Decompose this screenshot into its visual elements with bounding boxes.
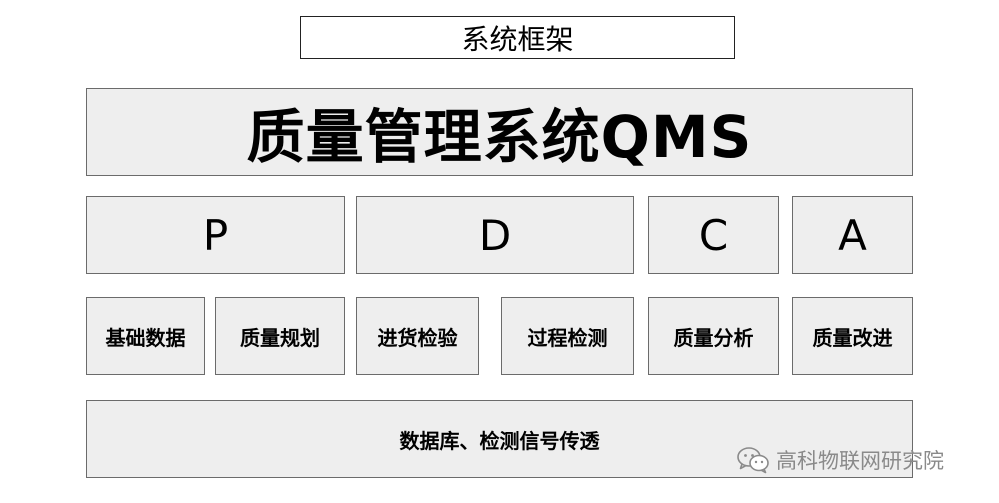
module-quality-analysis: 质量分析	[648, 297, 779, 375]
watermark-text: 高科物联网研究院	[776, 449, 944, 473]
phase-do: D	[356, 196, 634, 274]
framework-label: 系统框架	[300, 16, 735, 59]
module-quality-planning: 质量规划	[215, 297, 345, 375]
phase-check: C	[648, 196, 779, 274]
module-incoming-inspection: 进货检验	[356, 297, 479, 375]
foundation-layer: 数据库、检测信号传透	[86, 400, 913, 478]
system-title: 质量管理系统QMS	[86, 88, 913, 176]
phase-plan: P	[86, 196, 345, 274]
wechat-icon	[737, 447, 769, 474]
phase-act: A	[792, 196, 913, 274]
module-basic-data: 基础数据	[86, 297, 205, 375]
watermark: 高科物联网研究院	[736, 445, 944, 475]
module-process-inspection: 过程检测	[501, 297, 634, 375]
module-quality-improvement: 质量改进	[792, 297, 913, 375]
